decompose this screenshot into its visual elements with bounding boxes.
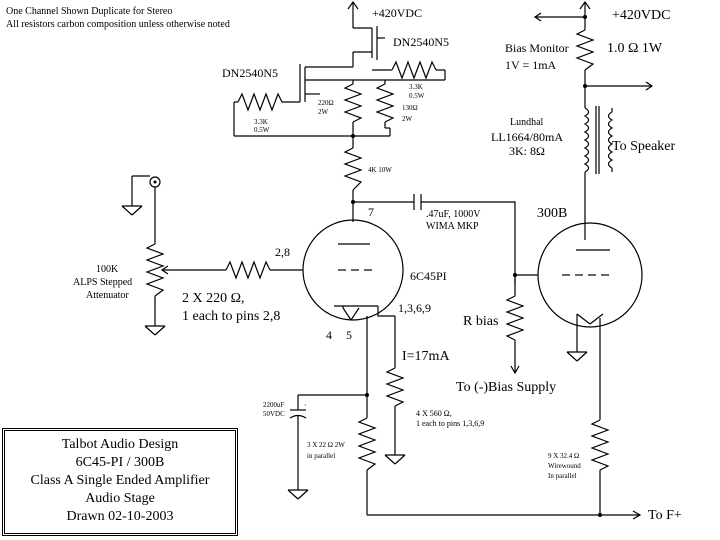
tube-6c45-pin-heater-b: 5 — [346, 328, 352, 342]
return-arrow — [632, 510, 642, 520]
note-stereo: One Channel Shown Duplicate for Stereo — [6, 6, 172, 17]
attenuator-label: Attenuator — [86, 290, 129, 301]
mosfet-lower — [299, 52, 385, 102]
title-company: Talbot Audio Design — [61, 437, 179, 452]
tube-300b-name: 300B — [537, 206, 567, 221]
input-jack — [131, 175, 161, 244]
title-model: 6C45-PI / 300B — [75, 455, 165, 470]
transformer-speaker-label: To Speaker — [612, 139, 676, 154]
attenuator-value: 100K — [96, 264, 119, 275]
r-lower-gate-value: 3.3K — [254, 118, 268, 126]
output-transformer — [583, 86, 614, 240]
r-bias-label: R bias — [463, 314, 498, 329]
transformer-ratio: 3K: 8Ω — [509, 144, 545, 158]
bypass-capacitor — [289, 394, 367, 490]
supply-arrow-left — [347, 0, 359, 28]
tube-6c45-pin-cathode: 1,3,6,9 — [398, 301, 431, 315]
junction-bias-monitor — [583, 15, 587, 19]
bias-monitor-arrow — [533, 12, 585, 22]
grid-stopper-note: 1 each to pins 2,8 — [182, 309, 280, 324]
resistor-grid-stopper — [160, 260, 271, 280]
cathode-22-note: in parallel — [307, 452, 335, 460]
return-label: To F+ — [648, 508, 682, 523]
bias-monitor-scale: 1V = 1mA — [505, 58, 557, 72]
wirewound-type: Wirewound — [548, 462, 581, 470]
title-block: Talbot Audio Design 6C45-PI / 300B Class… — [2, 428, 238, 536]
tube-300b — [537, 222, 643, 328]
bias-monitor-label: Bias Monitor — [505, 41, 569, 55]
r-130-power: 2W — [402, 115, 413, 123]
wirewound-spec: 9 X 32.4 Ω — [548, 452, 579, 460]
transformer-brand: Lundhal — [510, 117, 544, 128]
mosfet-upper — [353, 26, 385, 60]
bypass-cap-value: 2200uF — [263, 401, 285, 409]
bypass-cap-plus: · — [304, 401, 307, 410]
attenuator-pot — [145, 243, 165, 326]
cathode-560-note: 1 each to pins 1,3,6,9 — [416, 419, 484, 428]
r-1ohm-label: 1.0 Ω 1W — [607, 41, 663, 56]
title-date: Drawn 02-10-2003 — [66, 509, 174, 524]
cathode-560-spec: 4 X 560 Ω, — [416, 409, 452, 418]
note-resistors: All resistors carbon composition unless … — [6, 19, 230, 30]
ground-bypass — [287, 489, 309, 500]
coupling-cap-type: WIMA MKP — [426, 221, 479, 232]
ground-attenuator — [144, 325, 166, 336]
title-stage: Audio Stage — [85, 491, 155, 506]
r-lower-gate-power: 0.5W — [254, 126, 270, 134]
grid-stopper-spec: 2 X 220 Ω, — [182, 291, 245, 306]
attenuator-type: ALPS Stepped — [73, 277, 132, 288]
cathode-22-spec: 3 X 22 Ω 2W — [307, 441, 345, 449]
r-upper-gate-power: 0.5W — [409, 92, 425, 100]
resistor-upper-gate — [372, 60, 446, 81]
supply-label-right: +420VDC — [612, 8, 670, 23]
ground-input — [121, 205, 143, 216]
tube-6c45-pin-plate: 7 — [368, 205, 374, 219]
ground-filament — [566, 340, 588, 362]
r-plate-label: 4K 10W — [368, 166, 392, 174]
r-130-value: 130Ω — [402, 104, 418, 112]
wirewound-note: In parallel — [548, 472, 577, 480]
resistor-wirewound — [590, 318, 610, 515]
mosfet-upper-label: DN2540N5 — [393, 35, 449, 49]
tube-6c45pi — [302, 219, 404, 321]
resistor-cathode-22 — [357, 417, 377, 515]
bypass-cap-voltage: 50VDC — [263, 410, 285, 418]
r-220-power: 2W — [318, 108, 329, 116]
tube-6c45-current: I=17mA — [402, 349, 450, 364]
wire-cathode — [377, 306, 395, 317]
bias-supply-label: To (-)Bias Supply — [456, 380, 556, 395]
resistor-1ohm — [575, 29, 595, 86]
resistor-bias — [505, 275, 525, 375]
coupling-capacitor — [413, 194, 422, 210]
title-class: Class A Single Ended Amplifier — [30, 473, 210, 488]
resistor-lower-gate — [233, 92, 390, 137]
mosfet-lower-label: DN2540N5 — [222, 66, 278, 80]
wire-cap-to-300b-grid — [421, 201, 516, 285]
supply-label-left: +420VDC — [372, 6, 422, 20]
r-upper-gate-value: 3.3K — [409, 83, 423, 91]
tube-6c45-pin-grid: 2,8 — [275, 245, 290, 259]
r-220-value: 220Ω — [318, 99, 334, 107]
tube-6c45-name: 6C45PI — [410, 269, 447, 283]
resistor-plate-load — [343, 147, 363, 222]
transformer-model: LL1664/80mA — [491, 130, 563, 144]
ground-cathode-560 — [384, 454, 406, 465]
junction-regulator-out — [351, 134, 355, 138]
coupling-cap-spec: .47uF, 1000V — [426, 209, 481, 220]
wire-transformer-right-arrow — [585, 81, 654, 91]
resistor-cathode-560 — [385, 316, 405, 455]
tube-6c45-pin-heater-a: 4 — [326, 328, 332, 342]
resistor-130 — [375, 80, 395, 136]
